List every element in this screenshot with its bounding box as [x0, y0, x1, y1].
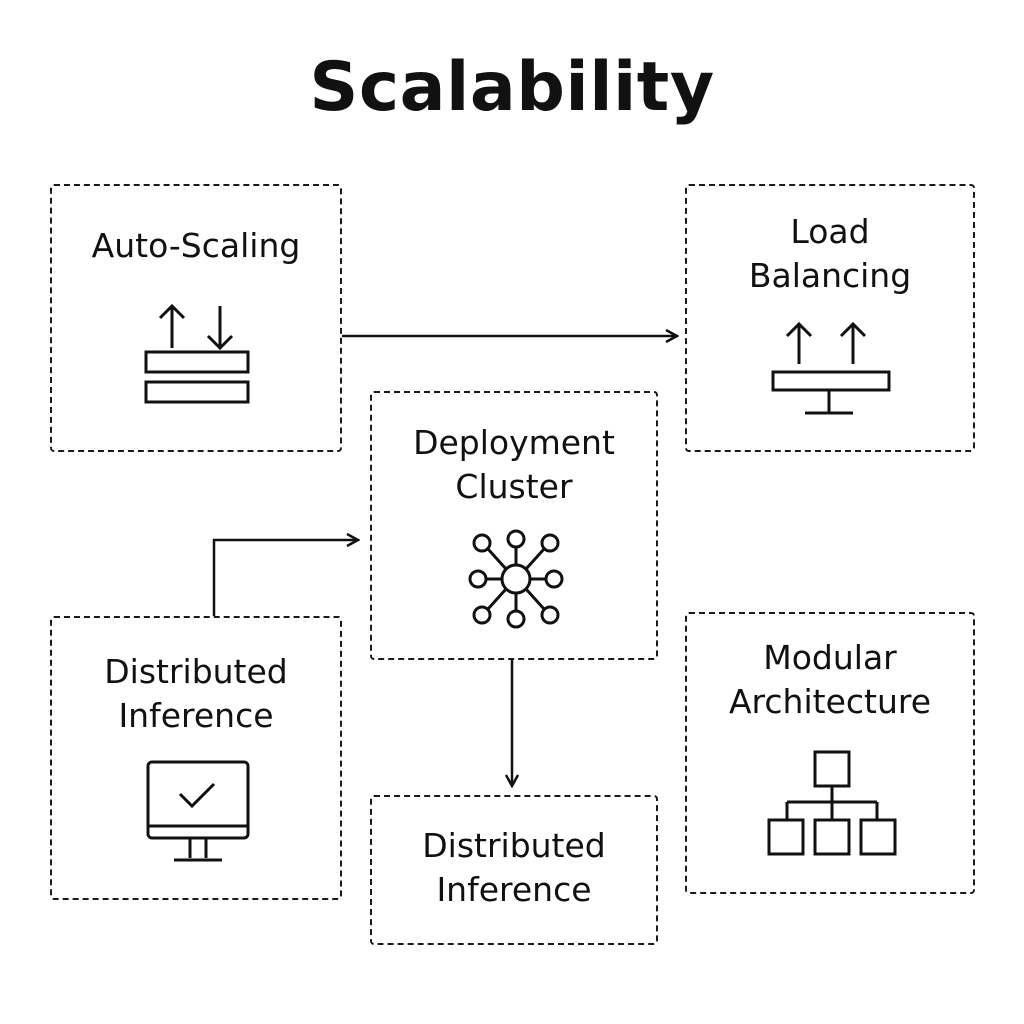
diagram-title: Scalability [309, 48, 715, 127]
node-load-balancing: Load Balancing [685, 184, 975, 452]
node-distributed-inference-left: Distributed Inference [50, 616, 342, 900]
scale-arrows-icon [144, 303, 250, 404]
node-modular-architecture-label: Modular Architecture [728, 638, 932, 721]
node-auto-scaling-label: Auto-Scaling [91, 226, 301, 265]
node-distributed-inference-bottom: Distributed Inference [370, 795, 658, 945]
edge-distributed-inference-to-deployment-cluster [212, 540, 358, 616]
node-distributed-inference-bottom-label: Distributed Inference [422, 826, 606, 909]
monitor-check-icon [146, 760, 250, 862]
node-auto-scaling: Auto-Scaling [50, 184, 342, 452]
hierarchy-icon [767, 750, 897, 856]
node-distributed-inference-left-label: Distributed Inference [104, 652, 288, 735]
node-load-balancing-label: Load Balancing [748, 212, 912, 295]
load-balancer-icon [771, 321, 891, 415]
cluster-network-icon [468, 529, 564, 629]
node-modular-architecture: Modular Architecture [685, 612, 975, 894]
node-deployment-cluster: Deployment Cluster [370, 391, 658, 660]
node-deployment-cluster-label: Deployment Cluster [413, 423, 615, 506]
